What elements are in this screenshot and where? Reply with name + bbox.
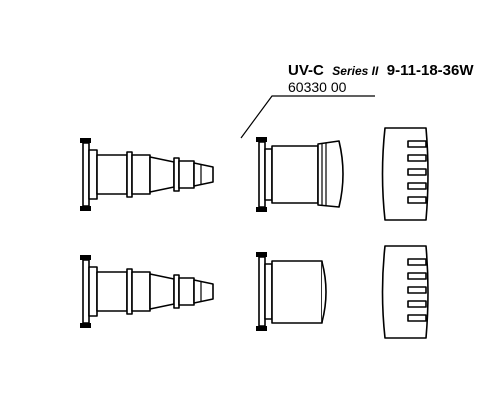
flange-outer — [258, 256, 266, 327]
hose-barb — [193, 279, 214, 304]
hose-adapter-bottom — [80, 255, 214, 328]
adapter-step-1 — [131, 154, 151, 195]
flange-cap-bottom — [80, 323, 91, 328]
flange-inner — [264, 263, 273, 320]
nut-rib — [407, 300, 427, 308]
flange-cap-top — [256, 137, 267, 142]
flange-outer — [82, 259, 90, 324]
nut-rib — [407, 286, 427, 294]
flange-cap-top — [256, 252, 267, 257]
connector-ribbed-end — [317, 140, 344, 208]
nut-rib — [407, 272, 427, 280]
connector-end-curve — [321, 261, 327, 323]
adapter-body — [96, 154, 128, 195]
nut-rib — [407, 168, 427, 176]
part-number: 60330 00 — [288, 79, 347, 95]
connector-body — [271, 145, 319, 204]
adapter-step-1 — [131, 271, 151, 312]
nut-rib — [407, 196, 427, 204]
flange-inner — [264, 148, 273, 201]
title-label: UV-C Series II 9-11-18-36W — [288, 62, 474, 79]
flange-cap-top — [80, 138, 91, 143]
nut-rib — [407, 182, 427, 190]
flange-outer — [258, 141, 266, 208]
nut-rib — [407, 140, 427, 148]
leader-line — [240, 95, 375, 139]
adapter-step-2 — [178, 160, 195, 189]
connector-body — [271, 260, 323, 324]
union-nut-bottom — [381, 245, 429, 339]
adapter-step-2 — [178, 277, 195, 306]
adapter-taper-1 — [149, 156, 175, 193]
flange-inner — [88, 266, 98, 317]
flange-outer — [82, 142, 90, 207]
flange-cap-bottom — [256, 326, 267, 331]
nut-rib — [407, 154, 427, 162]
adapter-body — [96, 271, 128, 312]
flange-inner — [88, 149, 98, 200]
hose-adapter-top — [80, 138, 214, 211]
title-model: UV-C — [288, 62, 324, 79]
flange-cap-bottom — [256, 207, 267, 212]
title-wattages: 9-11-18-36W — [387, 62, 475, 79]
nut-rib — [407, 258, 427, 266]
hose-barb — [193, 162, 214, 187]
flange-cap-top — [80, 255, 91, 260]
nut-rib — [407, 314, 427, 322]
straight-connector-bottom — [256, 252, 327, 331]
title-series: Series II — [332, 64, 379, 78]
adapter-taper-1 — [149, 273, 175, 310]
straight-connector-top — [256, 137, 344, 212]
union-nut-top — [381, 127, 429, 221]
flange-cap-bottom — [80, 206, 91, 211]
